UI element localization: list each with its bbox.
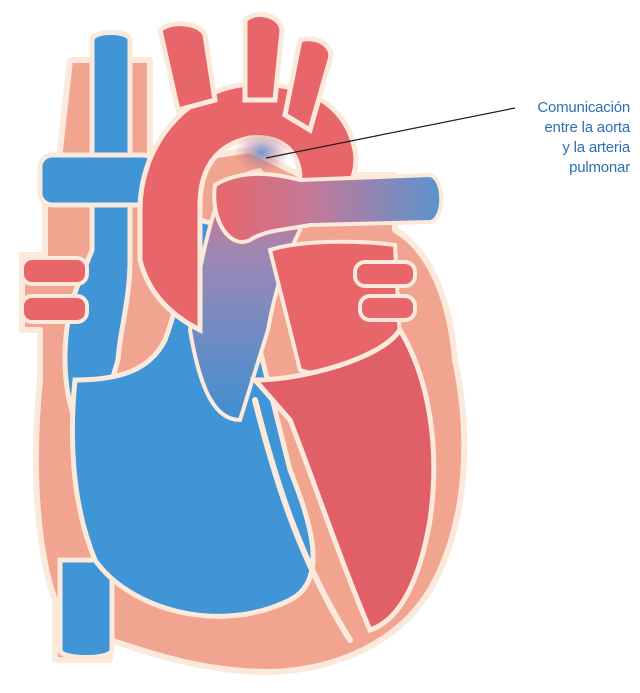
pulmonary-vein-lower (360, 296, 415, 320)
left-common-carotid (245, 15, 282, 100)
brachiocephalic-vein (40, 155, 155, 205)
left-pulmonary-vein-lower (22, 296, 87, 322)
ductus-arteriosus-shunt (234, 130, 290, 174)
callout-line-1: Comunicación (470, 98, 630, 118)
brachiocephalic-artery (160, 24, 215, 110)
callout-line-3: y la arteria (470, 138, 630, 158)
left-pulmonary-vein-upper (22, 258, 87, 284)
pulmonary-vein-upper (355, 262, 415, 286)
callout-line-4: pulmonar (470, 158, 630, 178)
ductus-callout-label: Comunicación entre la aorta y la arteria… (470, 98, 630, 178)
callout-line-2: entre la aorta (470, 118, 630, 138)
